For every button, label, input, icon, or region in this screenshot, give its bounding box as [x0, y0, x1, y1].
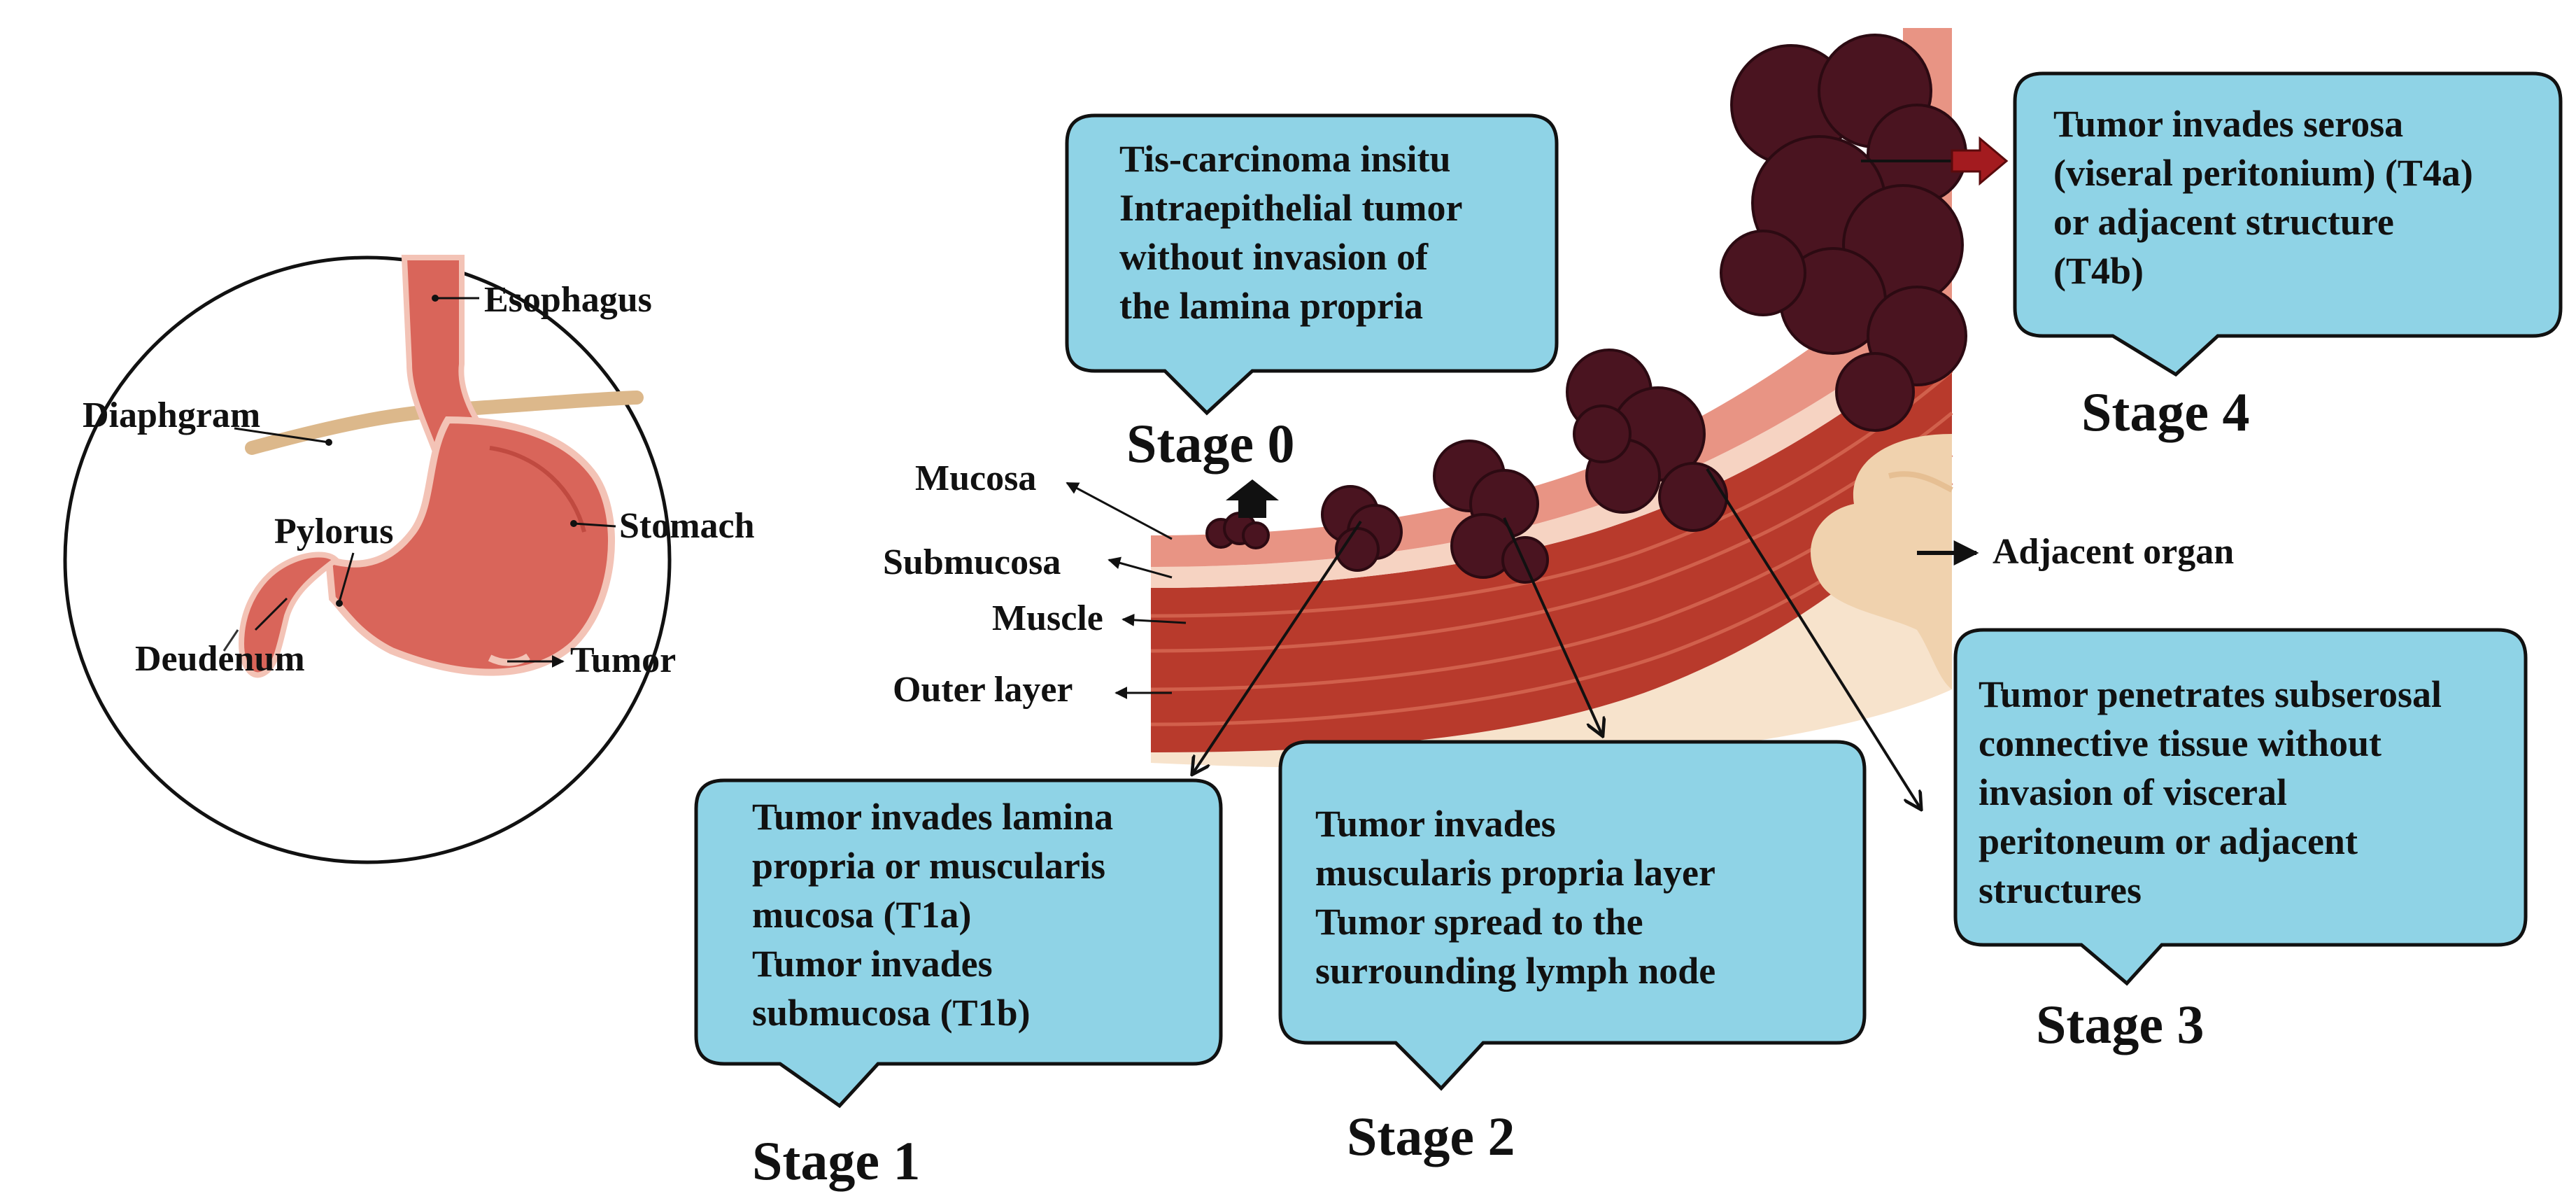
- stage3-line-5: structures: [1979, 869, 2142, 911]
- stage0-line-4: the lamina propria: [1119, 285, 1423, 327]
- stage4-title: Stage 4: [2081, 381, 2249, 442]
- stage3-bubble: [1953, 628, 2528, 986]
- stomach-wall-section: Mucosa Submucosa Muscle Outer layer Adja…: [883, 28, 2234, 808]
- stage4-line-1: Tumor invades serosa: [2053, 103, 2403, 145]
- stage1-line-5: submucosa (T1b): [752, 992, 1031, 1034]
- label-esophagus: Esophagus: [484, 280, 652, 320]
- duodenum-shape: [238, 552, 341, 678]
- stage3-title: Stage 3: [2036, 994, 2204, 1055]
- stage0-line-1: Tis-carcinoma insitu: [1119, 138, 1451, 180]
- outer-layer-band: [1151, 490, 1952, 768]
- stage4-line-3: or adjacent structure: [2053, 201, 2394, 243]
- stage1-line-4: Tumor invades: [752, 943, 993, 985]
- stage0-up-arrow: [1226, 479, 1279, 518]
- stage3-pointer: [1706, 468, 1920, 808]
- tumor-stage4: [1720, 34, 1967, 432]
- stage3-line-3: invasion of visceral: [1979, 771, 2287, 813]
- stage4-bubble: [2013, 71, 2563, 377]
- tumor-stage0: [1205, 512, 1270, 549]
- stage0-callout: Tis-carcinoma insitu Intraepithelial tum…: [1065, 113, 1559, 474]
- stage2-title: Stage 2: [1347, 1106, 1515, 1167]
- stage1-callout: Tumor invades lamina propria or muscular…: [694, 778, 1223, 1191]
- stage2-line-3: Tumor spread to the: [1315, 901, 1643, 943]
- stage2-pointer: [1503, 517, 1602, 735]
- stage1-pointer: [1193, 520, 1362, 773]
- tumor-stage3: [1566, 349, 1728, 532]
- stage4-line-2: (viseral peritonium) (T4a): [2053, 152, 2473, 194]
- label-duodenum: Deudenum: [135, 639, 305, 679]
- label-muscle: Muscle: [992, 598, 1103, 638]
- label-outer-layer: Outer layer: [893, 670, 1073, 710]
- label-tumor: Tumor: [570, 640, 676, 680]
- stage0-line-2: Intraepithelial tumor: [1119, 187, 1462, 229]
- stage2-line-4: surrounding lymph node: [1315, 950, 1715, 992]
- stage1-line-1: Tumor invades lamina: [752, 796, 1113, 838]
- adjacent-organ-shape: [1811, 434, 1952, 689]
- stage3-line-1: Tumor penetrates subserosal: [1979, 673, 2442, 715]
- stage1-bubble: [694, 778, 1223, 1109]
- stage4-red-arrow: [1951, 136, 2009, 186]
- label-stomach: Stomach: [619, 506, 755, 546]
- stage1-line-3: mucosa (T1a): [752, 894, 971, 936]
- label-pylorus: Pylorus: [274, 512, 393, 552]
- stage0-title: Stage 0: [1126, 413, 1294, 474]
- tumor-stage1: [1321, 485, 1403, 572]
- stage2-line-2: muscularis propria layer: [1315, 852, 1715, 894]
- stage2-line-1: Tumor invades: [1315, 803, 1556, 845]
- stage0-bubble: [1065, 113, 1559, 416]
- stage2-bubble: [1278, 740, 1867, 1091]
- submucosa-layer-band: [1151, 308, 1952, 588]
- label-adjacent-organ: Adjacent organ: [1993, 532, 2234, 572]
- stomach-shape: [325, 416, 615, 676]
- stage1-line-2: propria or muscularis: [752, 845, 1105, 887]
- stage0-line-3: without invasion of: [1119, 236, 1429, 278]
- stage1-title: Stage 1: [752, 1130, 920, 1191]
- stage3-line-2: connective tissue without: [1979, 722, 2382, 764]
- muscle-layer-band: [1151, 329, 1952, 752]
- stage2-callout: Tumor invades muscularis propria layer T…: [1278, 740, 1867, 1167]
- label-mucosa: Mucosa: [915, 458, 1036, 498]
- label-diaphragm: Diaphgram: [83, 395, 260, 435]
- label-submucosa: Submucosa: [883, 542, 1061, 582]
- stage4-line-4: (T4b): [2053, 250, 2144, 292]
- stage4-callout: Tumor invades serosa (viseral peritonium…: [2013, 71, 2563, 442]
- tumor-stage2: [1433, 440, 1549, 584]
- stage3-line-4: peritoneum or adjacent: [1979, 820, 2358, 862]
- stage3-callout: Tumor penetrates subserosal connective t…: [1953, 628, 2528, 1055]
- stomach-anatomy-panel: Esophagus Diaphgram Pylorus Stomach Deud…: [63, 255, 755, 864]
